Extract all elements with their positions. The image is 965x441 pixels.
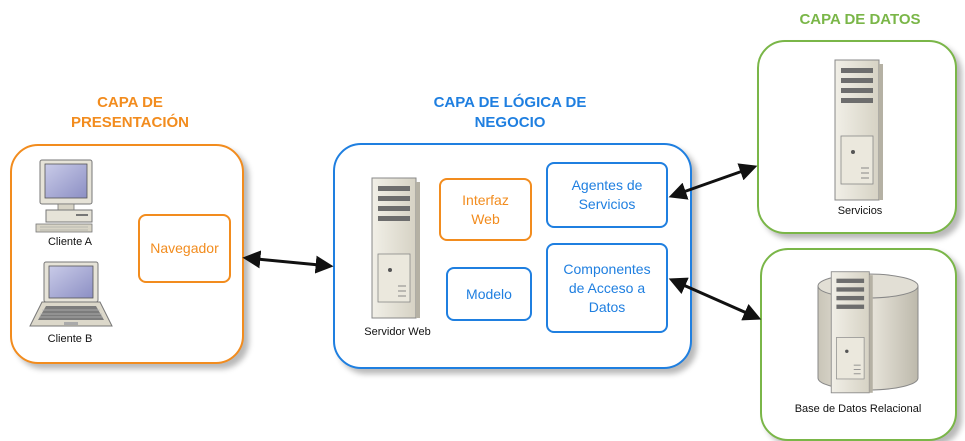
service-agents-line-1: Agentes de (571, 177, 643, 193)
browser-server-arrow (242, 250, 334, 274)
data-access-database-arrow (668, 277, 762, 321)
browser-label: Navegador (150, 240, 219, 256)
database-label: Base de Datos Relacional (794, 403, 922, 415)
data-access-box: Componentes de Acceso a Datos (546, 243, 668, 333)
logic-layer-title: CAPA DE LÓGICA DE NEGOCIO (400, 93, 620, 133)
web-interface-line-1: Interfaz (462, 191, 509, 208)
server-tower-icon (371, 177, 420, 319)
server-tower-icon (830, 271, 873, 394)
service-agents-box: Agentes de Servicios (546, 162, 668, 228)
service-agents-line-2: Servicios (578, 196, 636, 212)
browser-box: Navegador (138, 214, 231, 283)
agents-services-arrow (668, 163, 758, 200)
model-label: Modelo (466, 285, 512, 302)
model-box: Modelo (446, 267, 532, 321)
client-a-label: Cliente A (47, 236, 93, 248)
logic-title-line-2: NEGOCIO (474, 114, 546, 131)
data-access-line-3: Datos (588, 298, 626, 315)
server-tower-icon (834, 59, 883, 201)
desktop-computer-icon (35, 159, 93, 233)
data-access-line-2: de Acceso a (568, 279, 646, 296)
services-label: Servicios (837, 205, 883, 217)
web-interface-line-2: Web (471, 210, 500, 227)
web-interface-box: Interfaz Web (439, 178, 532, 241)
data-layer-title: CAPA DE DATOS (770, 10, 950, 30)
data-title-line: CAPA DE DATOS (799, 11, 921, 28)
presentation-title-line-1: CAPA DE (97, 94, 163, 111)
laptop-icon (29, 261, 113, 327)
client-b-label: Cliente B (47, 333, 93, 345)
data-access-line-1: Componentes (563, 260, 651, 277)
presentation-layer-title: CAPA DE PRESENTACIÓN (40, 93, 220, 133)
web-server-label: Servidor Web (364, 326, 431, 338)
presentation-title-line-2: PRESENTACIÓN (70, 114, 190, 131)
logic-title-line-1: CAPA DE LÓGICA DE (433, 94, 587, 111)
